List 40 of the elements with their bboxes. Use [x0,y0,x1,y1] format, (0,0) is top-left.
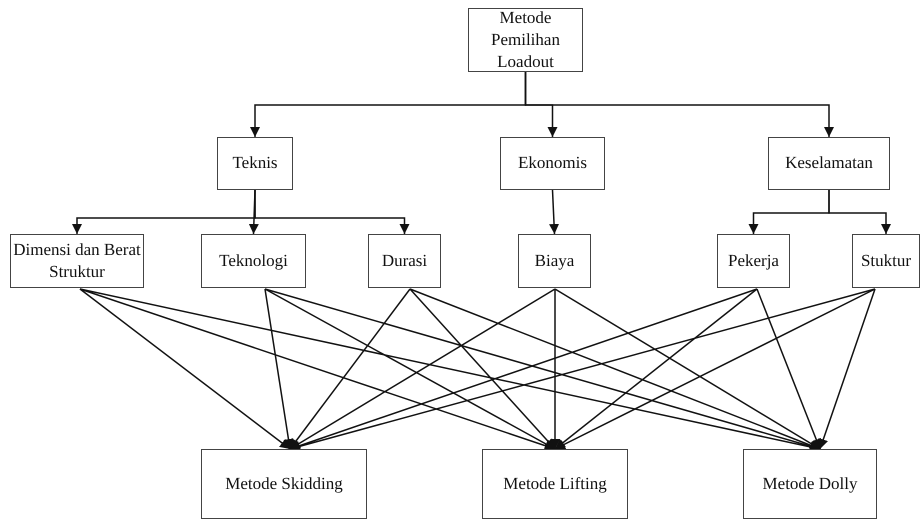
arrow [554,288,876,450]
criteria-box [717,234,790,288]
criteria-box [368,234,441,288]
arrow [248,190,259,234]
arrow [254,190,410,234]
node-label: Ekonomis [518,152,587,174]
arrow [818,288,876,450]
arrow [80,288,290,450]
root-box [468,8,583,72]
criteria-box [217,137,293,190]
node-label: Metode Pemilihan Loadout [490,6,561,74]
arrow [264,288,294,450]
node-label: Metode Dolly [762,472,858,495]
node-label: Stuktur [860,250,912,272]
node-label: Metode Lifting [503,472,607,495]
criteria-box [500,137,605,190]
arrow [828,190,891,234]
node-label: Dimensi dan Berat Struktur [13,238,141,283]
arrow [549,190,560,234]
arrow [524,72,834,137]
node-label: Keselamatan [785,152,873,174]
arrow [289,288,411,450]
arrow [554,288,820,450]
arrow [756,288,821,450]
arrow [550,289,560,449]
node-label: Biaya [534,250,574,272]
method-box [201,449,367,519]
method-box [482,449,628,519]
node-label: Pekerja [728,250,779,272]
criteria-box [518,234,591,288]
criteria-box [852,234,920,288]
criteria-box [201,234,306,288]
node-label: Metode Skidding [225,472,343,495]
node-label: Teknis [232,152,278,174]
method-box [743,449,877,519]
arrow [409,288,556,450]
node-label: Teknologi [219,250,288,272]
criteria-box [768,137,890,190]
arrow [554,288,758,450]
node-label: Durasi [382,250,428,272]
